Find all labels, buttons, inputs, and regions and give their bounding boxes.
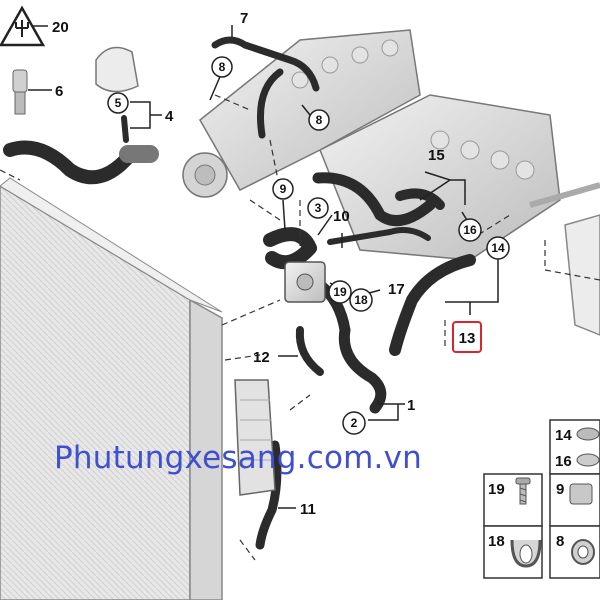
clip-18-icon xyxy=(510,539,542,568)
legend-14-label: 14 xyxy=(555,427,572,444)
legend-18-label: 18 xyxy=(488,533,505,550)
callout-8a: 8 xyxy=(211,56,233,78)
callout-14-label: 14 xyxy=(491,241,505,255)
callout-1-label: 1 xyxy=(407,397,415,414)
thermostat-housing xyxy=(284,261,326,303)
callout-2-label: 2 xyxy=(351,416,358,430)
callout-16: 16 xyxy=(458,218,482,242)
legend-9-label: 9 xyxy=(556,481,564,498)
callout-8b-label: 8 xyxy=(316,113,323,127)
oil-cooler xyxy=(234,379,276,496)
hose-upper-left xyxy=(3,140,137,185)
callout-18-label: 18 xyxy=(354,293,368,307)
hose-15 xyxy=(312,172,436,227)
hose-10 xyxy=(327,227,431,245)
callout-3-label: 3 xyxy=(315,201,322,215)
screw-19-icon xyxy=(515,477,531,505)
clamp-14-icon xyxy=(576,427,600,467)
callout-15-label: 15 xyxy=(428,147,445,164)
hose-11 xyxy=(255,440,282,550)
callout-17-label: 17 xyxy=(388,281,405,298)
temperature-sensor xyxy=(12,69,28,115)
callout-16-label: 16 xyxy=(463,223,477,237)
expansion-tank xyxy=(529,182,600,336)
hose-1 xyxy=(314,279,387,414)
callout-13-label: 13 xyxy=(459,330,476,347)
callout-3: 3 xyxy=(307,197,329,219)
callout-13-highlight: 13 xyxy=(452,321,482,353)
radiator xyxy=(0,177,223,600)
callout-2: 2 xyxy=(342,411,366,435)
callout-6-label: 6 xyxy=(55,83,63,100)
callout-19-label: 19 xyxy=(333,285,347,299)
callout-11-label: 11 xyxy=(300,501,316,518)
hose-3-9 xyxy=(263,227,317,270)
reservoir-top-left xyxy=(95,46,139,93)
parts-legend: 14 16 19 9 18 8 xyxy=(483,419,600,579)
hose-5 xyxy=(121,115,129,143)
callout-7-label: 7 xyxy=(240,10,248,27)
callout-19: 19 xyxy=(328,280,352,304)
callout-4-label: 4 xyxy=(165,108,174,125)
hose-13-14 xyxy=(389,254,476,356)
callout-14: 14 xyxy=(486,236,510,260)
legend-19-label: 19 xyxy=(488,481,505,498)
clamp-8-icon xyxy=(571,539,595,565)
callout-12-label: 12 xyxy=(253,349,270,366)
callout-5-label: 5 xyxy=(115,96,122,110)
hose-8 xyxy=(256,68,284,139)
watermark-text: Phutungxesang.com.vn xyxy=(54,440,422,476)
sleeve-9-icon xyxy=(569,483,593,505)
callout-18: 18 xyxy=(349,288,373,312)
hose-12 xyxy=(295,326,324,376)
callout-5: 5 xyxy=(107,92,129,114)
callout-pointers xyxy=(28,25,499,509)
hoses xyxy=(3,36,476,550)
callout-8a-label: 8 xyxy=(219,60,226,74)
callout-20-label: 20 xyxy=(52,19,69,36)
legend-8-label: 8 xyxy=(556,533,564,550)
callout-9-label: 9 xyxy=(280,182,287,196)
callout-10-label: 10 xyxy=(333,208,350,225)
hose-7 xyxy=(211,36,320,92)
callout-8b: 8 xyxy=(308,109,330,131)
engine-cylinder-head xyxy=(182,29,561,261)
legend-16-label: 16 xyxy=(555,453,572,470)
callout-9: 9 xyxy=(272,178,294,200)
